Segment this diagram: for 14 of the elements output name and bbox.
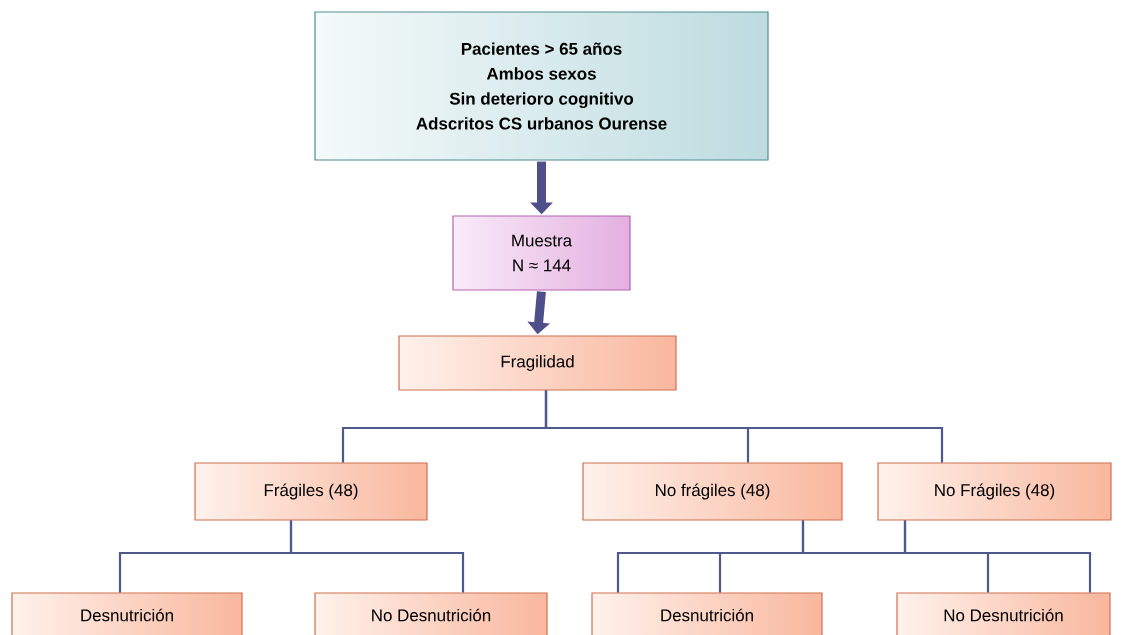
connector-line (544, 390, 944, 463)
connector-line (801, 520, 990, 593)
outcome-box: No Desnutrición (314, 592, 548, 635)
process-box: Fragilidad (398, 335, 677, 391)
connector-line (289, 520, 465, 593)
connector-line (903, 520, 1092, 593)
sample-box: Muestra N ≈ 144 (452, 215, 631, 291)
criteria-box: Pacientes > 65 años Ambos sexos Sin deterioro cognitivo Adscritos CS urbanos Ourense (314, 11, 769, 161)
group-box: No Frágiles (48) (877, 462, 1112, 521)
outcome-box: Desnutrición (591, 592, 823, 635)
group-box: No frágiles (48) (582, 462, 843, 521)
group-box: Frágiles (48) (194, 462, 428, 521)
outcome-box: No Desnutrición (896, 592, 1111, 635)
outcome-box: Desnutrición (11, 592, 243, 635)
